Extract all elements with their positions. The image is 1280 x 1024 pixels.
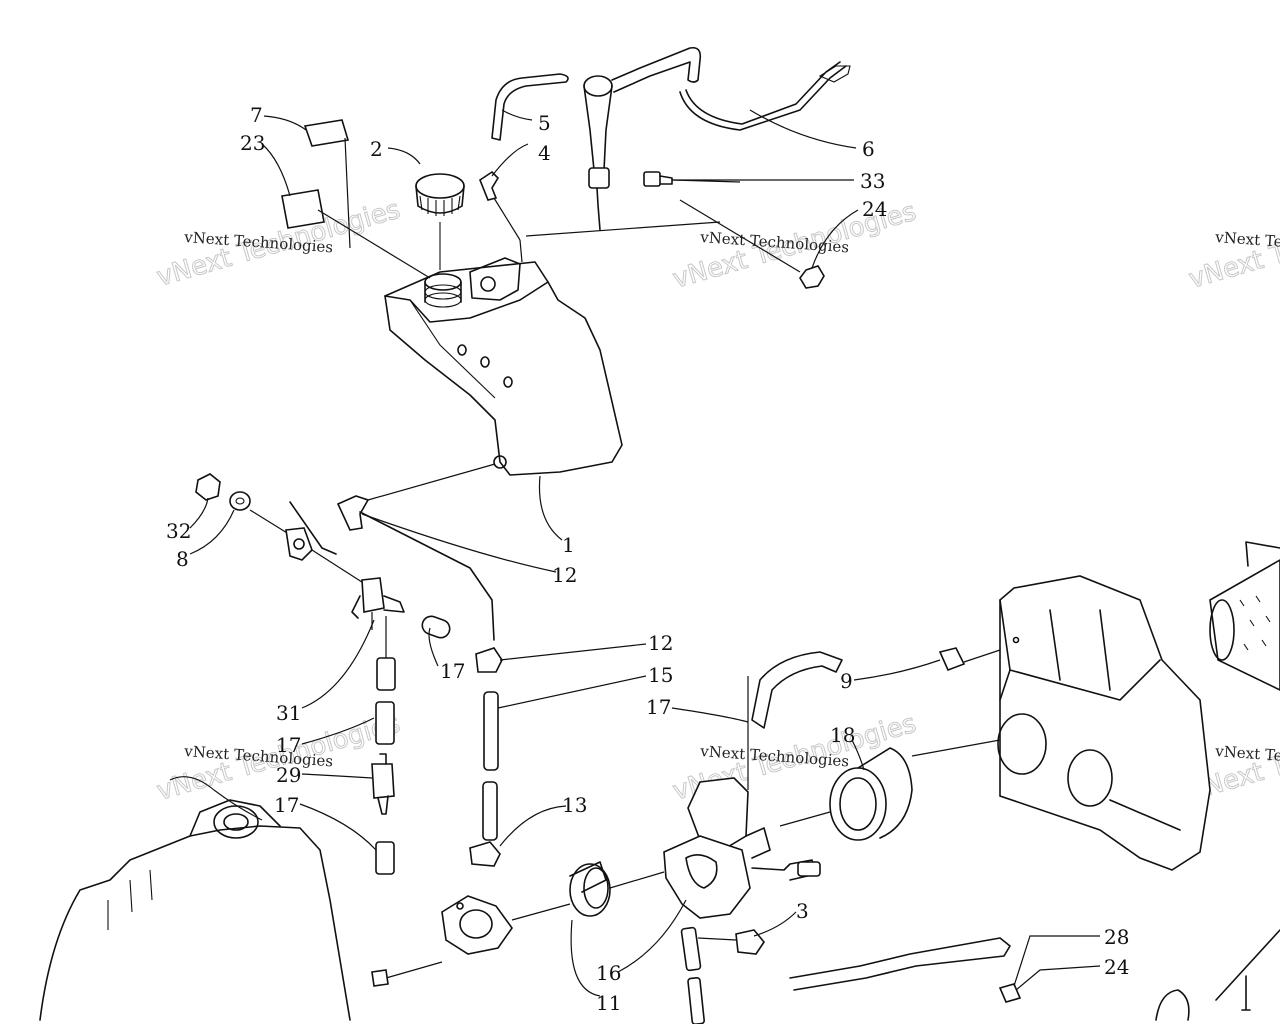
callout-16: 16	[596, 961, 621, 985]
callout-28: 28	[1104, 925, 1129, 949]
callout-18: 18	[830, 723, 855, 747]
callout-15: 11	[596, 991, 621, 1015]
callout-17-valve: 17	[440, 659, 465, 683]
carb-fitting	[680, 926, 765, 1024]
callout-31: 31	[276, 701, 301, 725]
callout-17-carb: 17	[646, 695, 671, 719]
callout-24-top: 24	[862, 197, 887, 221]
fuel-valve	[285, 501, 405, 630]
bolt-and-nut	[643, 171, 825, 289]
watermark-top-left: vNext Technologies vNext Technologies	[153, 194, 404, 293]
callout-17-lower: 17	[274, 793, 299, 817]
callout-23: 23	[240, 131, 265, 155]
callout-32: 32	[166, 519, 191, 543]
clamps-and-hose	[469, 647, 503, 867]
fuel-tank	[384, 257, 623, 476]
callout-labels: 7 23 2 5 4 6 33 24 1 12 32 8 12 15 17 17…	[166, 103, 1129, 1015]
callout-5: 5	[538, 111, 551, 135]
callout-9: 9	[840, 669, 853, 693]
callout-4: 4	[538, 141, 551, 165]
tank-pads	[281, 119, 431, 279]
vent-fitting	[479, 73, 569, 263]
gas-cap	[415, 173, 465, 270]
callout-2: 2	[370, 137, 383, 161]
callout-3: 3	[796, 899, 809, 923]
engine-outline	[39, 776, 351, 1021]
intake-clamp	[569, 861, 665, 917]
callout-6: 6	[862, 137, 875, 161]
callout-33: 33	[860, 169, 885, 193]
leader-lines	[189, 109, 1101, 997]
fuel-level-sender	[525, 46, 851, 237]
callout-13: 15	[648, 663, 673, 687]
drain-hose	[789, 929, 1280, 1021]
callout-17-hose: 17	[276, 733, 301, 757]
air-silencer	[938, 541, 1280, 871]
callout-29: 29	[276, 763, 301, 787]
callout-8: 8	[176, 547, 189, 571]
callout-24-bottom: 24	[1104, 955, 1129, 979]
tank-outlet-line	[336, 463, 496, 641]
intake-boot	[779, 739, 1001, 841]
callout-11: 12	[552, 563, 577, 587]
callout-7: 7	[250, 103, 263, 127]
watermark-top-right: vNext Technologies vNext Technologies	[1185, 196, 1280, 295]
carburetor	[663, 676, 821, 919]
intake-flange	[371, 895, 571, 987]
callout-12-bottom: 13	[562, 793, 587, 817]
carb-vent-hose	[751, 651, 843, 729]
fuel-line-and-filter	[371, 615, 451, 875]
nut-and-washer	[195, 473, 293, 537]
callout-1: 1	[562, 533, 575, 557]
callout-12-top: 12	[648, 631, 673, 655]
